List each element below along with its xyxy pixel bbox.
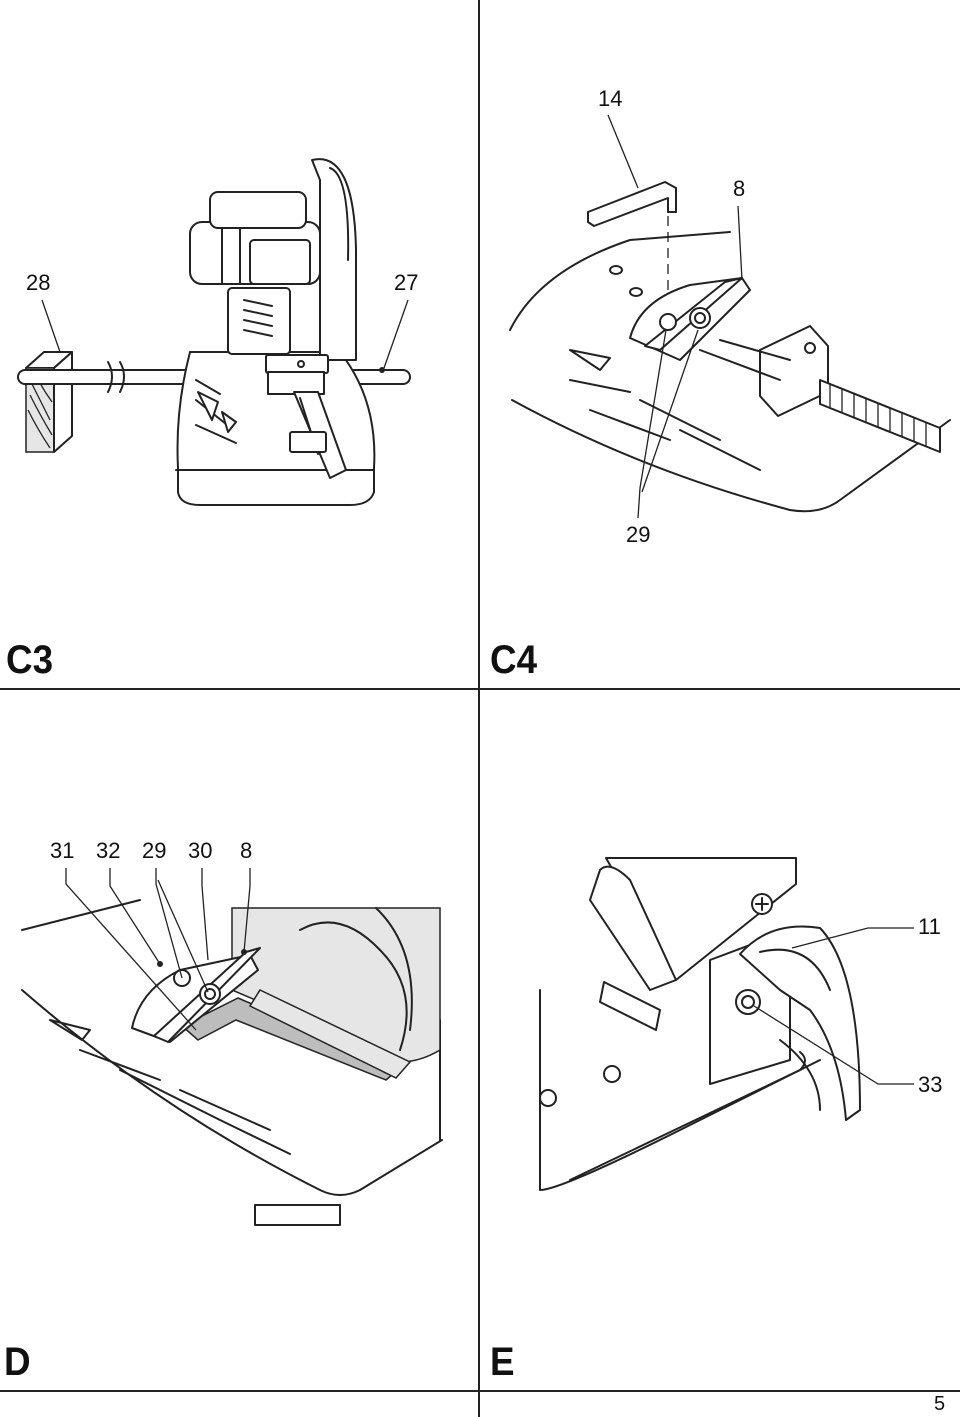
saw-table-graphic [21, 899, 443, 1226]
callout-33: 33 [918, 1072, 943, 1097]
divider-horizontal-middle [0, 688, 960, 690]
callout-28: 28 [26, 270, 51, 295]
figure-d: 31 32 29 30 8 D [0, 690, 478, 1390]
callout-8: 8 [240, 838, 253, 863]
c4-leader-lines [607, 114, 743, 519]
vise-screw-graphic [699, 325, 941, 453]
page-number: 5 [934, 1393, 946, 1415]
vise-fence-graphic [629, 277, 751, 361]
callout-11: 11 [918, 914, 941, 939]
callout-27: 27 [394, 270, 419, 295]
callout-8: 8 [733, 176, 746, 201]
divider-vertical [478, 0, 480, 1417]
callout-32: 32 [96, 838, 121, 863]
figure-c4: 14 8 29 C4 [480, 0, 960, 688]
figure-c4-illustration [509, 181, 951, 513]
d-leader-lines [65, 868, 251, 1031]
spring-column-graphic [227, 287, 291, 355]
try-square-graphic [180, 989, 412, 1081]
figure-c3-illustration [17, 158, 411, 506]
figure-e-illustration [539, 857, 861, 1191]
callout-30: 30 [188, 838, 213, 863]
figure-c3: 28 27 C3 [0, 0, 478, 688]
vise-clamp-graphic [265, 354, 347, 479]
figure-label-e: E [490, 1340, 515, 1384]
callout-31: 31 [50, 838, 75, 863]
c3-leader-lines [41, 299, 409, 369]
e-leader-lines [753, 927, 914, 1085]
divider-horizontal-bottom [0, 1390, 960, 1392]
saw-motor-graphic [189, 191, 321, 285]
saw-blade-guard-graphic [311, 158, 357, 361]
callout-29: 29 [142, 838, 167, 863]
callout-14: 14 [598, 86, 623, 111]
depth-stop-lever-graphic [739, 925, 861, 1121]
vise-fence-graphic [131, 947, 261, 1043]
figure-label-d: D [4, 1340, 31, 1384]
figure-label-c4: C4 [490, 638, 538, 682]
figure-e: 11 33 E [480, 690, 960, 1390]
cutting-wheel-graphic [231, 907, 441, 1063]
callout-29: 29 [626, 522, 651, 547]
saw-table-graphic [539, 989, 821, 1191]
figure-label-c3: C3 [6, 638, 54, 682]
saw-table-graphic [509, 231, 951, 513]
figure-d-illustration [21, 899, 443, 1226]
